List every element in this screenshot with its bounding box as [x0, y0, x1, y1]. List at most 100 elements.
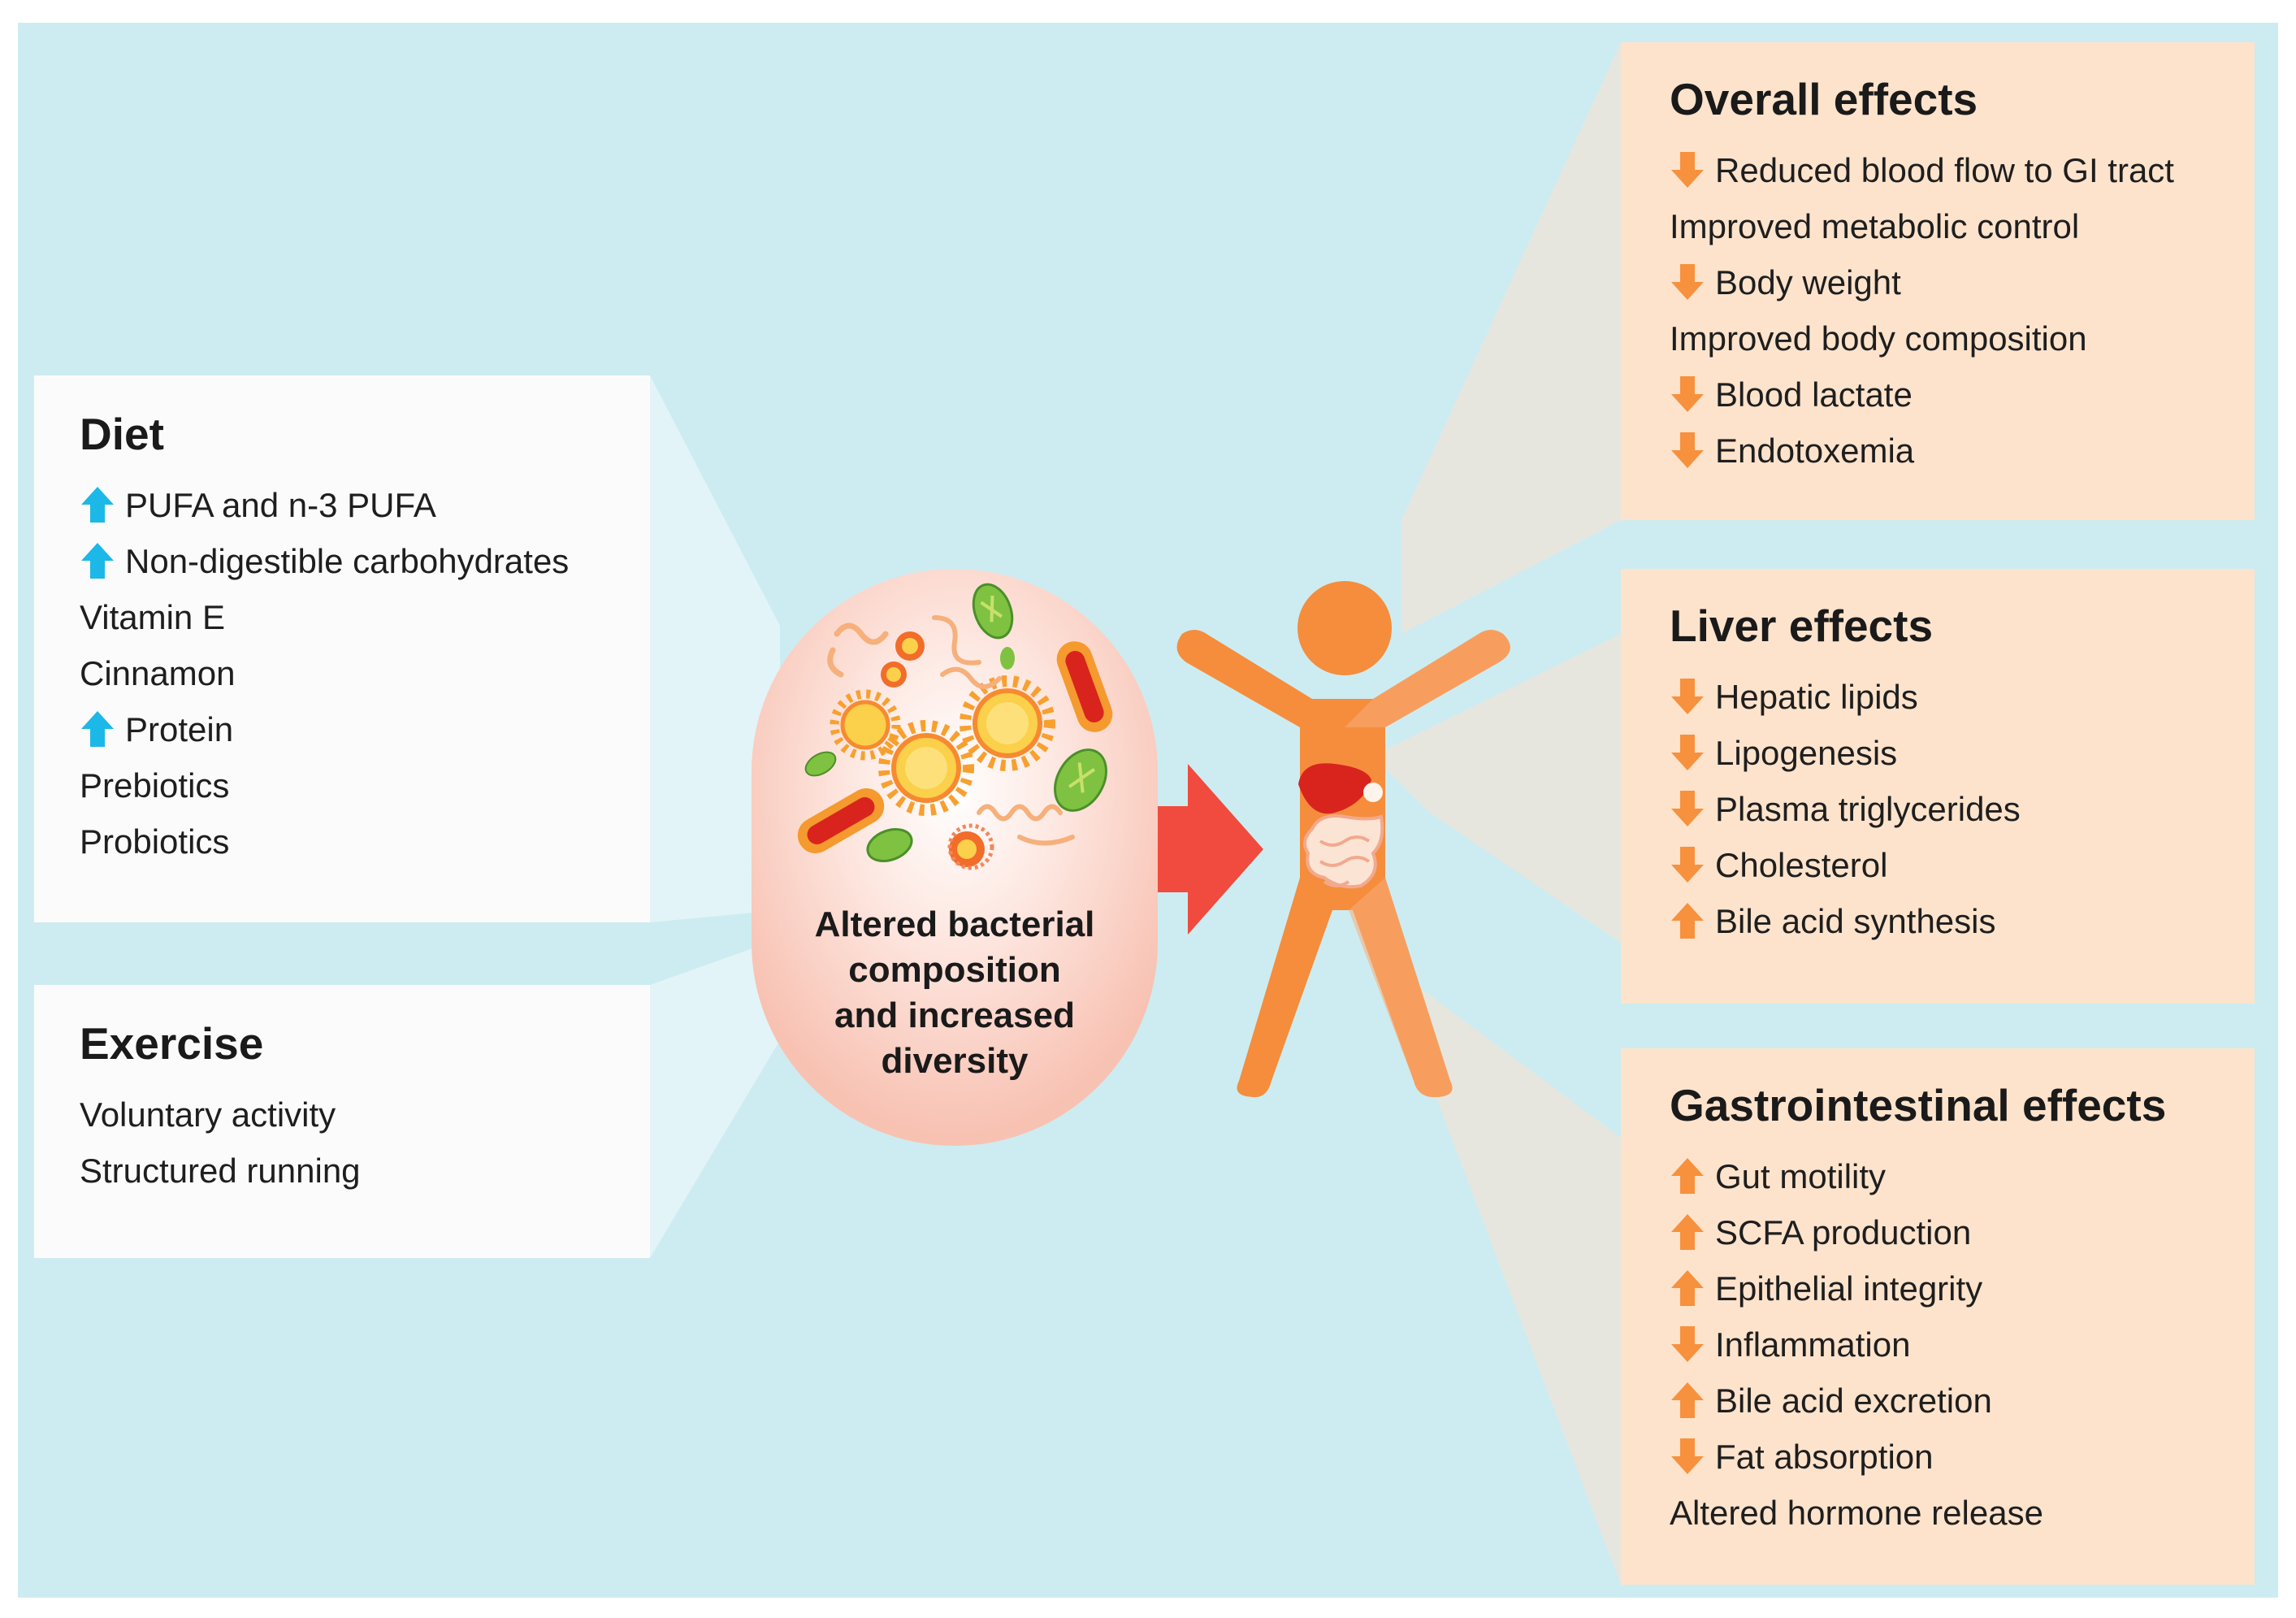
liver-connector	[1373, 634, 1621, 943]
list-item: Cinnamon	[80, 645, 650, 701]
green-bacterium-2	[1054, 748, 1107, 812]
list-item: Structured running	[80, 1143, 650, 1199]
list-item: Cholesterol	[1670, 837, 2255, 893]
coccus-small-3	[949, 831, 985, 867]
list-item: Improved body composition	[1670, 310, 2255, 367]
arrow-down-icon	[1670, 262, 1705, 301]
overall-effects-title: Overall effects	[1670, 74, 1978, 124]
list-item-label: Epithelial integrity	[1715, 1269, 1983, 1308]
organ-group	[1298, 763, 1384, 889]
list-item: Improved metabolic control	[1670, 198, 2255, 254]
coccus-medium-1	[830, 689, 901, 761]
list-item-label: SCFA production	[1715, 1212, 1972, 1251]
coccus-small-4	[947, 823, 994, 870]
intestine-icon	[1303, 814, 1384, 889]
list-item-label: Probiotics	[80, 822, 230, 861]
list-item: Epithelial integrity	[1670, 1260, 2255, 1317]
list-item-label: Body weight	[1715, 262, 1901, 301]
list-item-label: Cholesterol	[1715, 845, 1888, 884]
list-item-label: Bile acid excretion	[1715, 1381, 1992, 1420]
list-item-label: Lipogenesis	[1715, 733, 1898, 772]
list-item: Prebiotics	[80, 757, 650, 813]
list-item-label: Endotoxemia	[1715, 431, 1915, 470]
microbiota-label-line: diversity	[881, 1041, 1029, 1081]
arrow-down-icon	[1670, 375, 1705, 414]
arrow-down-icon	[1670, 677, 1705, 716]
diet-list: PUFA and n-3 PUFA Non-digestible carbohyd…	[80, 477, 650, 870]
overall-connector	[1401, 42, 1621, 634]
stomach-icon	[1363, 783, 1383, 802]
list-item: Protein	[80, 701, 650, 757]
list-item-label: PUFA and n-3 PUFA	[125, 485, 436, 524]
figure-head	[1297, 581, 1392, 675]
coccus-small-2	[881, 662, 907, 688]
arrow-down-icon	[1670, 789, 1705, 828]
diet-title: Diet	[80, 409, 164, 459]
list-item: Probiotics	[80, 813, 650, 870]
list-item: Altered hormone release	[1670, 1485, 2255, 1541]
microbe-cluster	[797, 583, 1113, 870]
diet-panel: Diet PUFA and n-3 PUFA Non-digestible car…	[34, 375, 650, 922]
arrow-up-icon	[1670, 1381, 1705, 1420]
coccus-large-2	[960, 675, 1055, 771]
coccus-small-1	[895, 631, 925, 661]
arrow-up-icon	[1670, 1269, 1705, 1308]
list-item-label: Plasma triglycerides	[1715, 789, 2021, 828]
arrow-down-icon	[1670, 1325, 1705, 1364]
arrow-up-icon	[80, 485, 115, 524]
list-item-label: Gut motility	[1715, 1156, 1887, 1195]
gi-connector	[1381, 959, 1621, 1585]
arrow-down-icon	[1670, 1437, 1705, 1476]
arrow-up-icon	[1670, 1212, 1705, 1251]
list-item: Inflammation	[1670, 1317, 2255, 1373]
spirochete-3	[940, 666, 1002, 689]
arrow-down-icon	[1670, 733, 1705, 772]
liver-effects-title: Liver effects	[1670, 601, 1934, 651]
arrow-down-icon	[1670, 150, 1705, 189]
list-item: Endotoxemia	[1670, 423, 2255, 479]
arrow-down-icon	[1670, 431, 1705, 470]
list-item-label: Fat absorption	[1715, 1437, 1934, 1476]
list-item: Reduced blood flow to GI tract	[1670, 142, 2255, 198]
spirochete-5	[1017, 835, 1075, 846]
arrow-up-icon	[80, 709, 115, 748]
exercise-title: Exercise	[80, 1018, 264, 1069]
microbiota-label: Altered bacterial composition and increa…	[780, 902, 1129, 1084]
gi-effects-title: Gastrointestinal effects	[1670, 1080, 2167, 1130]
green-bacterium-4	[804, 751, 837, 777]
list-item: Hepatic lipids	[1670, 669, 2255, 725]
list-item-label: Cinnamon	[80, 653, 236, 692]
figure-highlight	[1345, 630, 1510, 1097]
list-item-label: Protein	[125, 709, 234, 748]
list-item-label: Altered hormone release	[1670, 1493, 2043, 1532]
green-bacterium-5	[1000, 647, 1015, 670]
intestine-coils	[1319, 835, 1371, 887]
list-item-label: Hepatic lipids	[1715, 677, 1918, 716]
list-item-label: Vitamin E	[80, 597, 225, 636]
list-item-label: Voluntary activity	[80, 1095, 336, 1134]
list-item-label: Bile acid synthesis	[1715, 901, 1996, 940]
spirochete-4	[977, 804, 1063, 822]
list-item: Bile acid excretion	[1670, 1373, 2255, 1429]
arrow-up-icon	[1670, 901, 1705, 940]
coccus-large-1	[878, 720, 974, 816]
rod-bacterium-1	[1056, 641, 1113, 732]
microbiota-label-line: composition	[848, 950, 1061, 990]
list-item-label: Improved metabolic control	[1670, 206, 2080, 245]
exercise-connector	[650, 939, 780, 1258]
list-item: Lipogenesis	[1670, 725, 2255, 781]
list-item: Body weight	[1670, 254, 2255, 310]
microbiota-label-line: Altered bacterial	[814, 904, 1095, 944]
arrow-up-icon	[80, 541, 115, 580]
list-item-label: Reduced blood flow to GI tract	[1715, 150, 2174, 189]
list-item-label: Non-digestible carbohydrates	[125, 541, 570, 580]
flow-arrow	[1158, 764, 1263, 935]
rod-bacterium-2	[797, 788, 885, 853]
list-item: Plasma triglycerides	[1670, 781, 2255, 837]
list-item-label: Structured running	[80, 1151, 361, 1190]
list-item-label: Blood lactate	[1715, 375, 1913, 414]
